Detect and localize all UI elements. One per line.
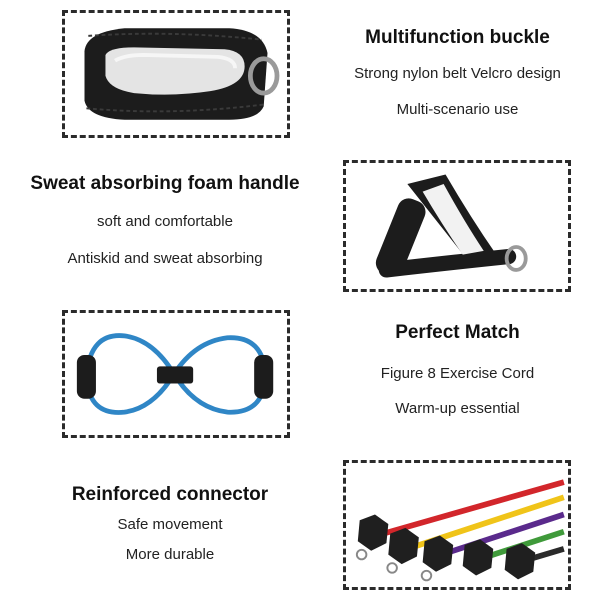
feature-line: Safe movement [117,516,223,533]
feature-line: More durable [125,546,215,563]
section-heading: Perfect Match [395,322,520,343]
foam-handle-section: Sweat absorbing foam handle soft and com… [5,172,325,269]
ankle-strap-icon [84,28,280,120]
foam-handle-image-frame [343,160,571,292]
multifunction-buckle-section: Multifunction buckle Strong nylon belt V… [320,26,595,120]
reinforced-connector-section: Reinforced connector Safe movement More … [10,483,330,565]
band-connectors-image-frame [343,460,571,590]
foam-handle-icon [375,174,528,278]
feature-line: Multi-scenario use [396,101,519,118]
feature-line: Antiskid and sweat absorbing [67,250,263,267]
ankle-strap-image-frame [62,10,290,138]
feature-line: Figure 8 Exercise Cord [380,365,535,382]
feature-line: Strong nylon belt Velcro design [354,65,561,82]
section-heading: Sweat absorbing foam handle [30,173,300,194]
figure-8-cord-icon [76,333,274,415]
feature-line: Warm-up essential [395,400,520,417]
figure-8-cord-image-frame [62,310,290,438]
band-connectors-icon [355,479,565,582]
feature-line: soft and comfortable [97,213,233,230]
section-heading: Multifunction buckle [365,27,550,48]
section-heading: Reinforced connector [71,484,269,505]
perfect-match-section: Perfect Match Figure 8 Exercise Cord War… [320,321,595,419]
